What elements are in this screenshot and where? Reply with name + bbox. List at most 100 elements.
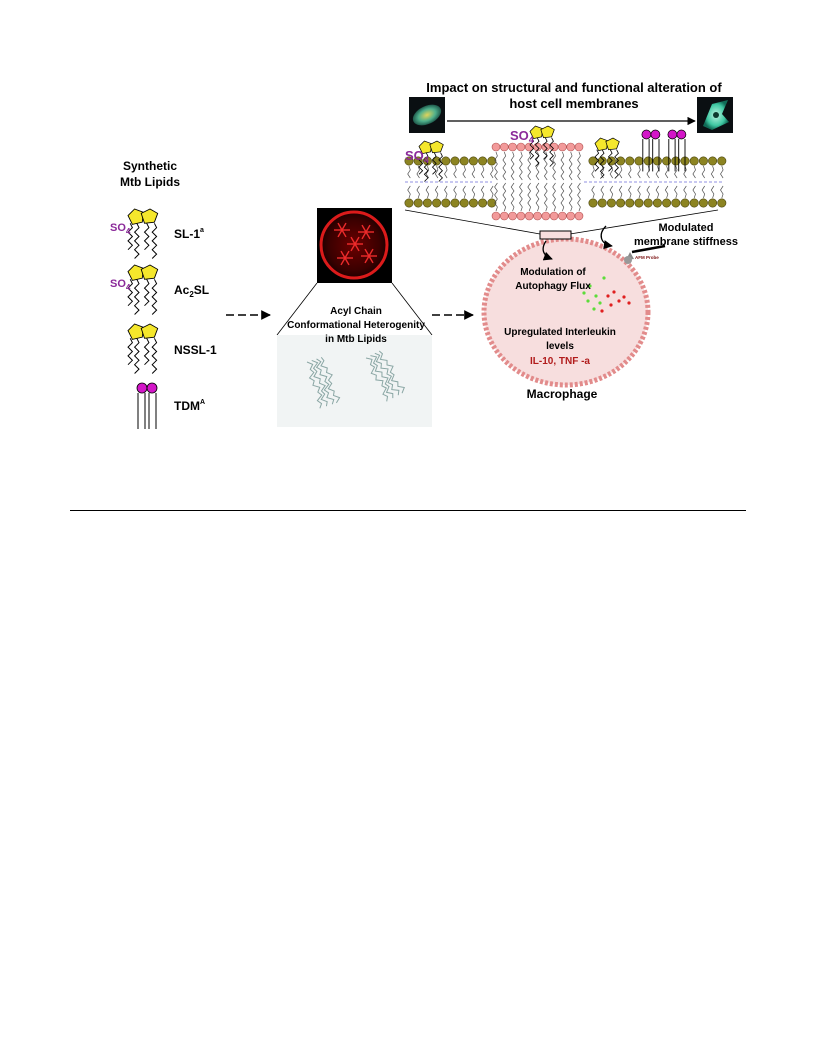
micrograph-feature (361, 231, 367, 240)
lipid-sulfate-label-1: SO4 (110, 222, 131, 236)
conformer (306, 357, 341, 409)
red-punctum (609, 303, 613, 307)
membrane-tail (674, 185, 678, 199)
afm-probe-label: AFM Probe (635, 255, 659, 260)
sugar-ring (140, 264, 159, 280)
sulfolipid-icon (594, 137, 620, 179)
membrane-headgroup (468, 156, 478, 166)
acyl-tail (151, 223, 158, 259)
raft-headgroup (508, 211, 517, 221)
tdm-headgroup (641, 129, 652, 140)
raft-tail (577, 182, 581, 212)
lipid-sulfate-label-2: SO4 (110, 278, 131, 292)
raft-headgroup (499, 142, 509, 152)
tdm-headgroup (676, 129, 687, 140)
micrograph-feature (354, 243, 360, 252)
raft-headgroup (508, 142, 517, 152)
raft-headgroup (516, 211, 526, 221)
conformer-chain (365, 357, 389, 402)
raft-tail (527, 151, 532, 181)
acyl-tail (133, 338, 140, 374)
raft-headgroup (566, 211, 576, 221)
micrograph-feature (361, 224, 367, 233)
membrane-tail (407, 165, 411, 179)
cytokine-label: IL-10, TNF -a (530, 356, 590, 367)
cell-image-before (409, 97, 445, 133)
membrane-headgroup (616, 198, 626, 208)
acyl-tail (549, 137, 554, 167)
membrane-tail (692, 185, 696, 199)
membrane-headgroup (588, 198, 598, 208)
raft-headgroup (558, 211, 567, 221)
membrane-headgroup (717, 156, 727, 166)
sulfolipid-icon (127, 208, 159, 259)
membrane-headgroup (432, 198, 442, 208)
membrane-headgroup (597, 198, 607, 208)
membrane-tail (480, 165, 485, 179)
membrane-tail (710, 185, 715, 199)
raft-headgroup (524, 211, 534, 221)
micrograph-feature (364, 248, 370, 257)
micrograph-feature (365, 231, 371, 240)
membrane-headgroup (680, 198, 690, 208)
modulation-line-1: Modulation of (520, 267, 586, 278)
raft-headgroup (491, 211, 501, 221)
membrane-headgroup (616, 156, 626, 166)
membrane-tail (618, 165, 623, 179)
membrane-tail (480, 185, 485, 199)
membrane-sulfate-label-left: SO4 (405, 148, 429, 165)
sulfolipid-icon (418, 140, 444, 182)
membrane-tail (701, 165, 706, 179)
green-punctum (592, 307, 596, 311)
membrane-headgroup (662, 156, 672, 166)
autophagy-puncta (582, 276, 631, 313)
conformation-panel (277, 335, 432, 427)
green-punctum (586, 299, 590, 303)
membrane-headgroup (468, 198, 478, 208)
acyl-tail (423, 152, 429, 182)
conformer-chain (320, 357, 341, 404)
zoom-line-left (404, 209, 541, 235)
sulfolipid-icon (127, 264, 159, 315)
raft-tail (494, 182, 498, 212)
raft-headgroup (491, 142, 501, 152)
raft-headgroup (574, 211, 584, 221)
raft-headgroup (541, 211, 551, 221)
sulfolipid-icon (529, 125, 555, 167)
acyl-tail (438, 152, 443, 182)
micrograph-feature (365, 224, 371, 233)
micrograph-feature (364, 255, 370, 264)
membrane-headgroup (606, 198, 616, 208)
micrograph-feature (341, 229, 347, 238)
raft-headgroup (566, 142, 576, 152)
membrane-headgroup (643, 198, 653, 208)
raft-headgroup (533, 211, 542, 221)
membrane-tail (609, 185, 614, 199)
lipid-label-nssl1: NSSL-1 (174, 343, 217, 357)
membrane-tail (664, 185, 669, 199)
trapezoid-line-left (276, 282, 318, 336)
red-punctum (617, 299, 621, 303)
raft-tail (519, 151, 523, 181)
tdm-headgroup (650, 129, 661, 140)
micrograph-feature (340, 257, 346, 266)
membrane-tail (444, 165, 448, 179)
green-punctum (594, 294, 598, 298)
conformer-chain (306, 361, 323, 409)
fluorescence-micrograph (317, 208, 392, 283)
membrane-headgroup (432, 156, 442, 166)
membrane-tail (591, 165, 595, 179)
tdm-icon (641, 129, 661, 172)
raft-tail (552, 182, 556, 212)
membrane-headgroup (652, 156, 662, 166)
tdm-icon (136, 382, 158, 429)
membrane-tail (490, 185, 494, 199)
membrane-tail (701, 185, 706, 199)
modulation-line-2: Autophagy Flux (515, 281, 591, 292)
membrane-headgroup (404, 198, 414, 208)
membrane-headgroup (413, 198, 423, 208)
membrane-tail (710, 165, 715, 179)
membrane-tail (655, 185, 660, 199)
conformer-chain (311, 359, 328, 407)
